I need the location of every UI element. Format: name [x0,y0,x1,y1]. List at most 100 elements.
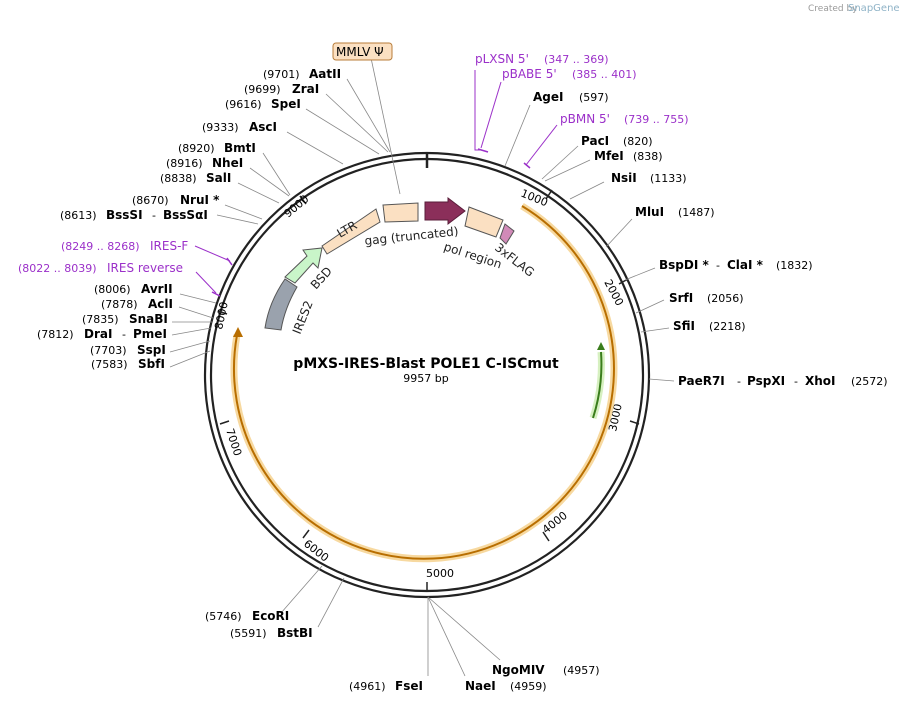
enzyme-pmei[interactable]: PmeI [133,327,167,341]
pos-aatii: (9701) [263,68,300,81]
sep-bspdi: - [716,259,720,272]
pol-label: pol region [442,240,503,272]
ltr-feature[interactable] [321,208,381,255]
sep-bsssi: - [152,209,156,222]
pos-sbfi: (7583) [91,358,128,371]
plasmid-name: pMXS-IRES-Blast POLE1 C-ISCmut [293,356,559,372]
pos-nrui: (8670) [132,194,169,207]
sep-pspxi: - [794,375,798,388]
enzyme-nrui[interactable]: NruI * [180,193,220,207]
plasmid-size: 9957 bp [403,372,448,385]
pos-bmti: (8920) [178,142,215,155]
pos-snabi: (7835) [82,313,119,326]
enzyme-bsssi[interactable]: BssSI [106,208,143,222]
enzyme-bspdi[interactable]: BspDI * [659,258,709,272]
bsd-arrow[interactable] [284,247,323,284]
enzyme-bstbi[interactable]: BstBI [277,626,313,640]
primer-plxsn-pos: (347 .. 369) [544,53,609,66]
enzyme-sfii[interactable]: SfiI [673,319,695,333]
pos-nhei: (8916) [166,157,203,170]
enzyme-ngomiv[interactable]: NgoMIV [492,663,545,677]
pos-ecori: (5746) [205,610,242,623]
enzyme-mlui[interactable]: MluI [635,205,664,219]
pos-xhoi: (2572) [851,375,888,388]
leader-lines-bottom [280,565,501,677]
sep-drai: - [122,328,126,341]
enzyme-avrii[interactable]: AvrII [141,282,173,296]
enzyme-nhei[interactable]: NheI [212,156,243,170]
enzyme-bsssai[interactable]: BssSαI [163,208,208,222]
enzyme-sbfi[interactable]: SbfI [138,357,165,371]
fragment-feature[interactable] [382,202,419,223]
primer-iresrev-pos: (8022 .. 8039) [18,262,97,275]
pos-sfii: (2218) [709,320,746,333]
enzyme-agei[interactable]: AgeI [533,90,563,104]
pos-bstbi: (5591) [230,627,267,640]
sep-paer7i: - [737,375,741,388]
bsd-label: BSD [308,264,335,292]
enzyme-snabi[interactable]: SnaBI [129,312,168,326]
enzyme-asci[interactable]: AscI [249,120,277,134]
enzyme-srfi[interactable]: SrfI [669,291,693,305]
enzyme-xhoi[interactable]: XhoI [805,374,836,388]
snapgene-brand: SnapGene [848,3,900,14]
primer-iresf-pos: (8249 .. 8268) [61,240,140,253]
pos-sspi: (7703) [90,344,127,357]
pos-sali: (8838) [160,172,197,185]
enzyme-acli[interactable]: AclI [148,297,173,311]
primer-iresrev[interactable]: IRES reverse [107,261,183,275]
primer-pbmn[interactable]: pBMN 5' [560,112,610,126]
primer-markers [194,70,558,297]
enzyme-fsei[interactable]: FseI [395,679,423,693]
enzyme-zrai[interactable]: ZraI [292,82,319,96]
pos-acli: (7878) [101,298,138,311]
green-arc[interactable] [592,351,603,419]
enzyme-nsii[interactable]: NsiI [611,171,637,185]
primer-pbabe-pos: (385 .. 401) [572,68,637,81]
enzyme-aatii[interactable]: AatII [309,67,341,81]
tick-8000: 8000 [212,301,231,331]
tick-5000: 5000 [426,567,454,580]
enzyme-sspi[interactable]: SspI [137,343,166,357]
enzyme-spei[interactable]: SpeI [271,97,301,111]
orf-arrowhead [233,327,243,337]
enzyme-mfei[interactable]: MfeI [594,149,624,163]
enzyme-naei[interactable]: NaeI [465,679,496,693]
ires2-feature[interactable] [264,278,298,331]
enzyme-sali[interactable]: SalI [206,171,231,185]
pos-bsssi: (8613) [60,209,97,222]
enzyme-pspxi[interactable]: PspXI [747,374,785,388]
position-ticks [217,153,640,591]
pos-nsii: (1133) [650,172,687,185]
enzyme-drai[interactable]: DraI [84,327,112,341]
pos-bspdi: (1832) [776,259,813,272]
mmlv-psi-box[interactable] [332,42,393,61]
primer-plxsn[interactable]: pLXSN 5' [475,52,529,66]
enzyme-bmti[interactable]: BmtI [224,141,256,155]
ires2-label: IRES2 [290,299,316,336]
pos-mfei: (838) [633,150,663,163]
orf-arc[interactable] [232,205,615,560]
pos-paci: (820) [623,135,653,148]
pos-fsei: (4961) [349,680,386,693]
leader-lines-left [169,78,391,368]
mmlv-psi-label: MMLV Ψ [336,45,384,59]
pos-naei: (4959) [510,680,547,693]
pos-asci: (9333) [202,121,239,134]
pos-avrii: (8006) [94,283,131,296]
enzyme-ecori[interactable]: EcoRI [252,609,289,623]
flag-feature[interactable] [499,223,515,245]
primer-iresf[interactable]: IRES-F [150,239,188,253]
green-arrowhead [597,342,605,350]
pos-spei: (9616) [225,98,262,111]
primer-pbabe[interactable]: pBABE 5' [502,67,557,81]
enzyme-paci[interactable]: PacI [581,134,609,148]
leader-lines-right [504,104,675,382]
enzyme-paer7i[interactable]: PaeR7I [678,374,725,388]
enzyme-clai[interactable]: ClaI * [727,258,764,272]
primer-pbmn-pos: (739 .. 755) [624,113,689,126]
pol-region-feature[interactable] [464,206,504,238]
credit-text: Created by [808,4,858,14]
gag-arrow[interactable] [424,196,466,226]
